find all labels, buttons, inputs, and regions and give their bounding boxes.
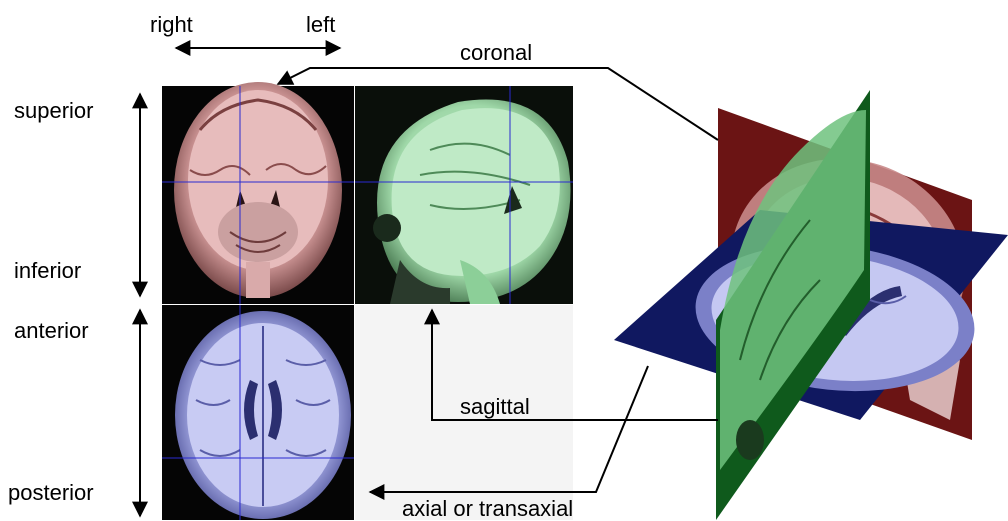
label-inferior: inferior [14, 260, 81, 282]
three-plane-model [614, 90, 1008, 520]
axial-panel [162, 305, 354, 520]
label-superior: superior [14, 100, 93, 122]
label-left: left [306, 14, 335, 36]
label-sagittal: sagittal [460, 396, 530, 418]
sagittal-panel [355, 86, 573, 304]
coronal-panel [162, 82, 354, 304]
label-coronal: coronal [460, 42, 532, 64]
label-right: right [150, 14, 193, 36]
label-anterior: anterior [14, 320, 89, 342]
label-axial: axial or transaxial [402, 498, 573, 520]
label-posterior: posterior [8, 482, 94, 504]
